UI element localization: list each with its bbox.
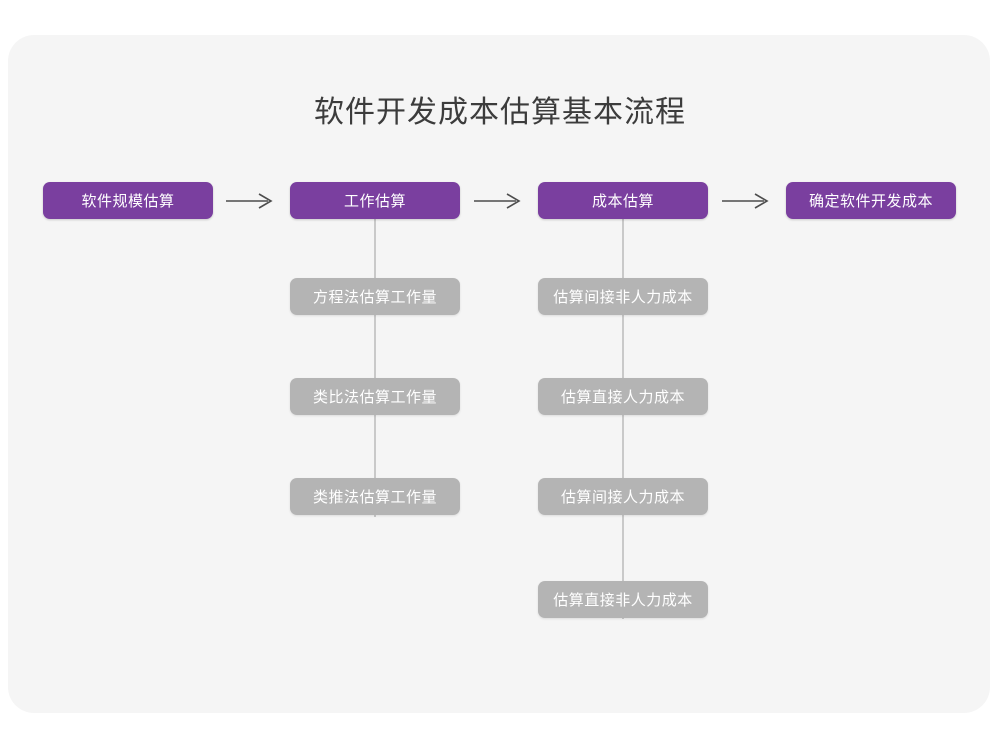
arrow-step1-to-step2 [226,193,274,209]
flow-subnode-label: 估算间接非人力成本 [553,288,693,306]
arrow-step3-to-step4 [722,193,770,209]
page-title: 软件开发成本估算基本流程 [314,95,686,130]
flow-subnode-step-3-sub-1[interactable]: 估算间接非人力成本 [538,278,708,315]
flow-node-label: 确定软件开发成本 [808,192,933,210]
flow-subnode-step-3-sub-4[interactable]: 估算直接非人力成本 [538,581,708,618]
flow-subnode-label: 类比法估算工作量 [312,388,437,406]
flow-subnode-label: 估算直接非人力成本 [553,591,693,609]
flow-node-step-4[interactable]: 确定软件开发成本 [786,182,956,219]
branch-line-left [374,219,376,517]
flow-subnode-label: 估算直接人力成本 [560,388,685,406]
flow-subnode-label: 方程法估算工作量 [312,288,437,306]
flow-subnode-step-2-sub-1[interactable]: 方程法估算工作量 [290,278,460,315]
arrow-step2-to-step3 [474,193,522,209]
flow-node-label: 成本估算 [591,192,654,210]
flow-subnode-label: 估算间接人力成本 [560,488,685,506]
flow-subnode-label: 类推法估算工作量 [312,488,437,506]
flow-subnode-step-2-sub-2[interactable]: 类比法估算工作量 [290,378,460,415]
flow-node-step-3[interactable]: 成本估算 [538,182,708,219]
flow-node-label: 工作估算 [343,192,406,210]
flow-node-label: 软件规模估算 [81,192,175,210]
flow-subnode-step-3-sub-3[interactable]: 估算间接人力成本 [538,478,708,515]
content-card [8,35,990,713]
flow-node-step-2[interactable]: 工作估算 [290,182,460,219]
flow-subnode-step-3-sub-2[interactable]: 估算直接人力成本 [538,378,708,415]
flow-node-step-1[interactable]: 软件规模估算 [43,182,213,219]
flow-subnode-step-2-sub-3[interactable]: 类推法估算工作量 [290,478,460,515]
branch-line-right [622,219,624,619]
